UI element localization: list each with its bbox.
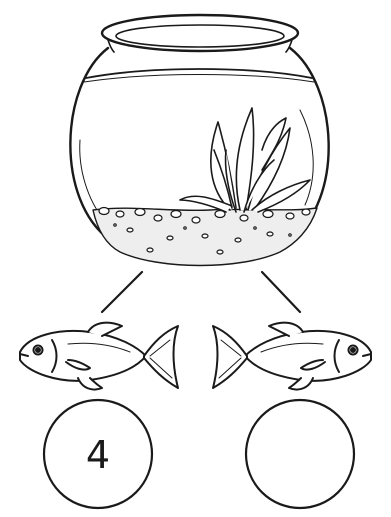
left-fish	[20, 323, 178, 390]
left-number-label: 4	[43, 436, 153, 474]
left-connector-line	[102, 272, 142, 312]
right-fish	[213, 323, 371, 390]
bowl-rim	[102, 15, 298, 51]
right-number-circle[interactable]	[246, 400, 354, 508]
right-connector-line	[262, 272, 300, 312]
fishbowl	[70, 15, 328, 266]
